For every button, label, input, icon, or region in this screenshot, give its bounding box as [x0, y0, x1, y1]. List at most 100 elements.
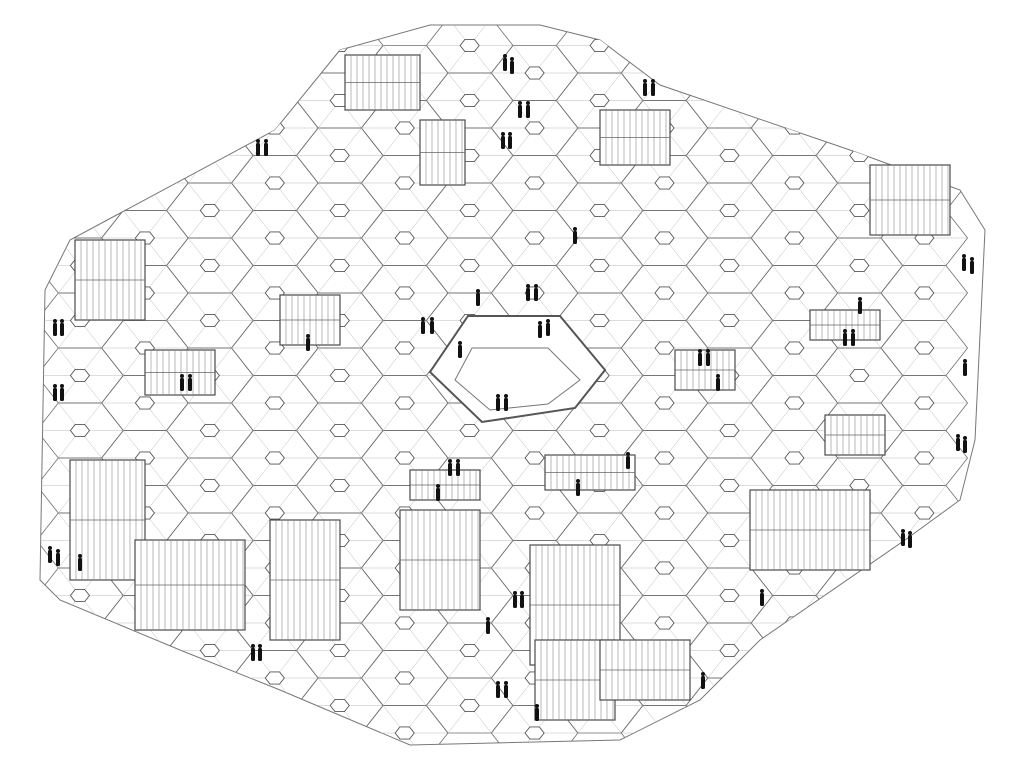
roof-hex-module: [685, 25, 774, 74]
person-figure-icon: [188, 374, 192, 391]
skylight: [914, 121, 935, 135]
skylight: [69, 644, 91, 657]
skylight: [654, 396, 675, 410]
roof-hex-module: [880, 540, 969, 596]
skylight: [719, 148, 740, 163]
skylight: [849, 93, 870, 108]
skylight: [589, 203, 610, 218]
skylight: [69, 369, 91, 382]
skylight: [719, 479, 740, 492]
glazed-pavilion: [599, 109, 671, 166]
roof-hex-module: [40, 677, 124, 734]
skylight: [914, 396, 935, 410]
person-figure-icon: [436, 484, 440, 501]
skylight: [199, 148, 220, 163]
person-figure-icon: [858, 297, 862, 314]
skylight: [719, 534, 740, 547]
roof-hex-module: [40, 25, 124, 74]
skylight: [849, 259, 870, 272]
glazed-pavilion: [399, 509, 481, 611]
skylight: [394, 726, 415, 740]
skylight: [264, 396, 285, 410]
person-figure-icon: [701, 672, 705, 689]
skylight: [654, 561, 675, 575]
glazed-pavilion: [269, 519, 341, 641]
skylight: [329, 644, 350, 657]
glazed-structures: [69, 54, 951, 721]
person-figure-icon: [760, 589, 764, 606]
person-figure-icon: [956, 434, 960, 451]
skylight: [524, 726, 545, 740]
skylight: [654, 286, 675, 300]
skylight: [134, 121, 155, 135]
skylight: [264, 726, 285, 740]
skylight: [329, 479, 350, 492]
person-figure-icon: [56, 549, 60, 566]
skylight: [784, 341, 805, 355]
person-figure-icon: [264, 139, 268, 156]
person-figure-icon: [534, 284, 538, 301]
skylight: [69, 203, 91, 218]
person-figure-icon: [180, 374, 184, 391]
person-figure-icon: [626, 452, 630, 469]
glazed-pavilion: [824, 414, 886, 456]
person-figure-icon: [901, 529, 905, 546]
person-figure-icon: [496, 394, 500, 411]
skylight: [589, 259, 610, 272]
skylight: [524, 176, 545, 190]
skylight: [459, 259, 480, 272]
roof-hex-module: [815, 25, 904, 74]
skylight: [914, 671, 935, 685]
skylight: [914, 616, 935, 630]
roof-hex-module: [101, 650, 189, 706]
skylight: [719, 203, 740, 218]
roof-hex-module: [40, 127, 124, 184]
skylight: [69, 39, 91, 52]
skylight: [199, 699, 220, 712]
skylight: [589, 314, 610, 327]
skylight: [914, 66, 935, 80]
roof-hex-module: [230, 705, 319, 745]
skylight: [329, 203, 350, 218]
skylight: [654, 176, 675, 190]
person-figure-icon: [908, 531, 912, 548]
skylight: [589, 39, 610, 52]
person-figure-icon: [486, 617, 490, 634]
skylight: [459, 93, 480, 108]
skylight: [459, 699, 480, 712]
person-figure-icon: [60, 384, 64, 401]
skylight: [394, 176, 415, 190]
skylight: [654, 726, 675, 740]
skylight: [784, 451, 805, 465]
person-figure-icon: [546, 319, 550, 336]
glazed-pavilion: [544, 454, 636, 491]
person-figure-icon: [504, 681, 508, 698]
skylight: [134, 671, 155, 685]
skylight: [329, 148, 350, 163]
roof-hex-module: [880, 45, 969, 101]
skylight: [459, 644, 480, 657]
roof-hex-module: [750, 430, 839, 486]
skylight: [394, 451, 415, 465]
skylight: [524, 66, 545, 80]
roof-hex-module: [230, 485, 319, 541]
skylight: [394, 396, 415, 410]
skylight: [199, 479, 220, 492]
skylight: [69, 589, 91, 602]
roof-hex-module: [880, 320, 969, 376]
roof-hex-module: [230, 210, 319, 266]
skylight: [394, 121, 415, 135]
skylight: [394, 671, 415, 685]
glazed-pavilion: [74, 239, 146, 321]
person-figure-icon: [963, 436, 967, 453]
skylight: [784, 726, 805, 740]
glazed-pavilion: [749, 489, 871, 571]
person-figure-icon: [258, 644, 262, 661]
skylight: [719, 644, 740, 657]
person-figure-icon: [508, 132, 512, 149]
roof-hex-module: [360, 705, 449, 745]
skylight: [849, 699, 870, 712]
skylight: [589, 424, 610, 437]
skylight: [784, 176, 805, 190]
roof-hex-module: [166, 677, 254, 734]
